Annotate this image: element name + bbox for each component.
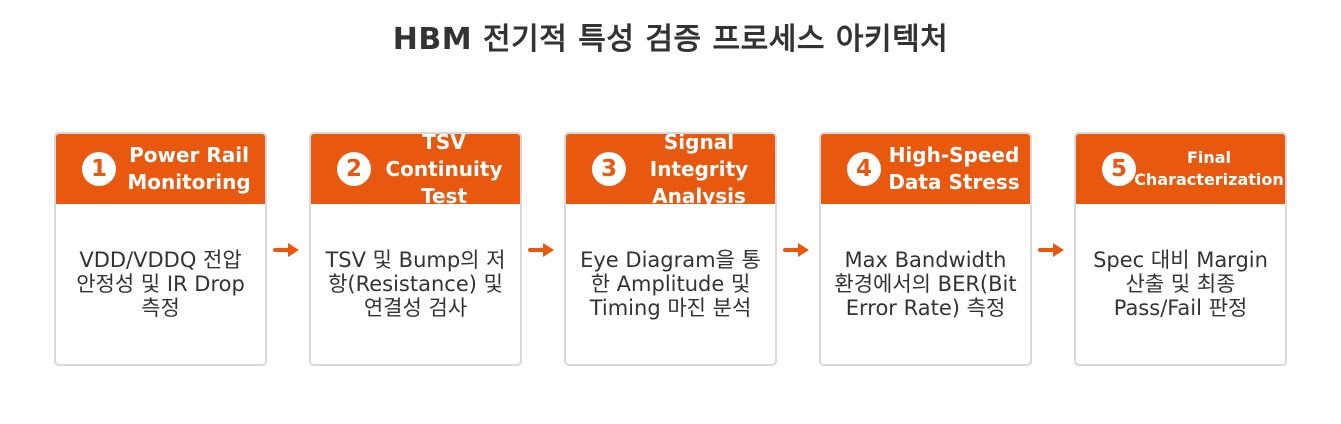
step-number-badge: 1 [82, 152, 116, 186]
process-step-2: 2 TSV Continuity Test TSV 및 Bump의 저항(Res… [309, 132, 522, 366]
step-description: VDD/VDDQ 전압 안정성 및 IR Drop 측정 [76, 248, 245, 320]
process-step-3: 3 Signal Integrity Analysis Eye Diagram을… [564, 132, 777, 366]
step-number-badge: 2 [337, 152, 371, 186]
step-title: TSV Continuity Test [385, 134, 503, 204]
step-header: 2 TSV Continuity Test [311, 134, 520, 204]
step-title: Power Rail Monitoring [127, 143, 251, 194]
arrow-right-icon [273, 243, 299, 257]
arrow-right-icon [528, 243, 554, 257]
step-number-badge: 4 [847, 152, 881, 186]
arrow-right-icon [1038, 243, 1064, 257]
step-title: High-Speed Data Stress [888, 143, 1020, 194]
step-description: Spec 대비 Margin 산출 및 최종 Pass/Fail 판정 [1093, 248, 1268, 320]
process-step-5: 5 Final Characterization Spec 대비 Margin … [1074, 132, 1287, 366]
step-header: 1 Power Rail Monitoring [56, 134, 265, 204]
process-step-1: 1 Power Rail Monitoring VDD/VDDQ 전압 안정성 … [54, 132, 267, 366]
step-title: Signal Integrity Analysis [649, 134, 749, 204]
step-number-badge: 3 [592, 152, 626, 186]
step-header: 3 Signal Integrity Analysis [566, 134, 775, 204]
step-header: 4 High-Speed Data Stress [821, 134, 1030, 204]
step-number-badge: 5 [1102, 152, 1136, 186]
arrow-right-icon [783, 243, 809, 257]
process-step-4: 4 High-Speed Data Stress Max Bandwidth 환… [819, 132, 1032, 366]
step-title: Final Characterization [1134, 148, 1284, 189]
step-description: Max Bandwidth 환경에서의 BER(Bit Error Rate) … [834, 248, 1017, 320]
page-title: HBM 전기적 특성 검증 프로세스 아키텍처 [392, 22, 949, 57]
step-description: Eye Diagram을 통한 Amplitude 및 Timing 마진 분석 [580, 248, 761, 320]
step-description: TSV 및 Bump의 저항(Resistance) 및 연결성 검사 [325, 248, 506, 320]
step-header: 5 Final Characterization [1076, 134, 1285, 204]
